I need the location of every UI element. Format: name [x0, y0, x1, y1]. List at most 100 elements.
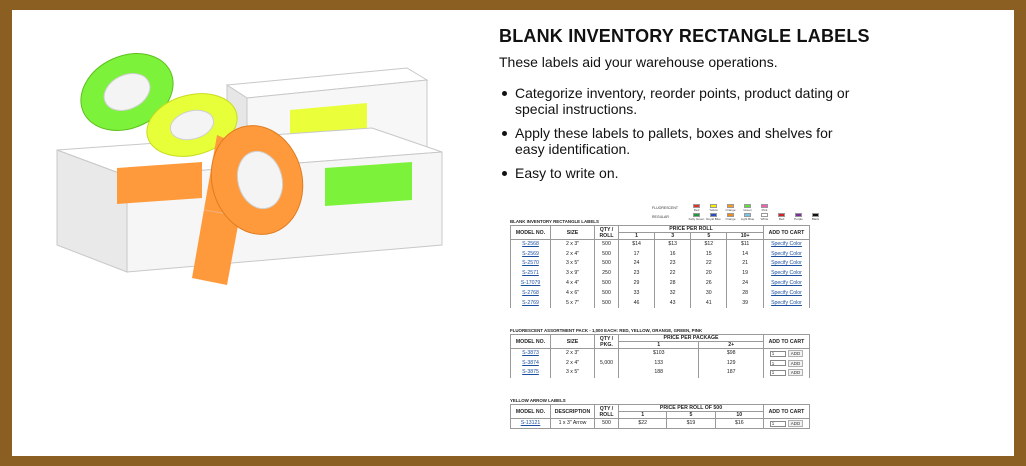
quantity-input[interactable] — [769, 420, 786, 427]
size-cell: 3 x 9" — [550, 268, 595, 279]
tier-header: 1 — [617, 232, 656, 240]
model-link[interactable]: S-3874 — [510, 358, 551, 369]
col-header-price: PRICE PER ROLL OF 500 — [618, 404, 764, 412]
qty-cell: 500 — [594, 298, 619, 309]
price-cell: 23 — [654, 259, 692, 269]
color-swatch-item: Black — [807, 213, 824, 221]
add-to-cart-group: ADD — [765, 350, 808, 358]
specify-color-link[interactable]: Specify Color — [763, 298, 810, 309]
model-link[interactable]: S-2769 — [510, 298, 551, 309]
add-to-cart-group: ADD — [765, 369, 808, 377]
add-button[interactable]: ADD — [787, 359, 804, 367]
color-swatch — [727, 204, 734, 208]
price-cell: 17 — [617, 249, 656, 260]
tier-header: 10 — [714, 411, 765, 419]
page-title: BLANK INVENTORY RECTANGLE LABELS — [499, 26, 870, 46]
qty-cell: 500 — [594, 418, 619, 429]
price-cell: 30 — [690, 288, 728, 299]
price-cell: 39 — [726, 298, 764, 309]
quantity-input[interactable] — [769, 369, 786, 376]
size-cell: 3 x 5" — [550, 259, 595, 269]
model-link[interactable]: S-2569 — [510, 249, 551, 260]
price-cell: $98 — [698, 348, 764, 359]
lead-text: These labels aid your warehouse operatio… — [499, 54, 778, 70]
col-header-desc: DESCRIPTION — [550, 404, 595, 419]
color-swatch-item: Kelly Green — [688, 213, 705, 221]
model-link[interactable]: S-13121 — [510, 418, 551, 429]
add-to-cart-cell: ADD — [763, 348, 810, 359]
color-swatch-item: Pink — [756, 204, 773, 212]
price-cell: 46 — [617, 298, 656, 309]
color-swatch-name: Red — [778, 217, 785, 221]
price-cell: 21 — [726, 259, 764, 269]
col-header-cart: ADD TO CART — [763, 404, 810, 419]
add-button[interactable]: ADD — [787, 350, 804, 358]
specify-color-link[interactable]: Specify Color — [763, 278, 810, 289]
price-cell: 23 — [617, 268, 656, 279]
color-swatch-item: Red — [773, 213, 790, 221]
qty-cell: 500 — [594, 288, 619, 299]
add-to-cart-group: ADD — [765, 420, 808, 427]
price-cell: $14 — [617, 239, 656, 250]
quantity-input[interactable] — [769, 360, 786, 367]
feature-item: Categorize inventory, reorder points, pr… — [499, 85, 859, 117]
col-header-price: PRICE PER ROLL — [618, 225, 764, 233]
price-cell: 24 — [617, 259, 656, 269]
quantity-input[interactable] — [769, 350, 786, 357]
size-cell: 2 x 3" — [550, 348, 595, 359]
color-swatch — [710, 213, 717, 217]
specify-color-link[interactable]: Specify Color — [763, 288, 810, 299]
model-link[interactable]: S-2568 — [510, 239, 551, 250]
color-swatch — [812, 213, 819, 217]
specify-color-link[interactable]: Specify Color — [763, 239, 810, 250]
size-cell: 4 x 6" — [550, 288, 595, 299]
feature-list: Categorize inventory, reorder points, pr… — [499, 85, 859, 189]
orange-label — [117, 162, 202, 204]
qty-cell: 500 — [594, 239, 619, 250]
tier-header: 2+ — [698, 341, 764, 349]
add-button[interactable]: ADD — [787, 369, 804, 377]
price-cell: $19 — [666, 418, 716, 429]
specify-color-link[interactable]: Specify Color — [763, 249, 810, 260]
price-cell: 129 — [698, 358, 764, 369]
model-link[interactable]: S-3875 — [510, 368, 551, 378]
model-link[interactable]: S-2570 — [510, 259, 551, 269]
color-key-label: FLUORESCENT — [652, 206, 679, 210]
model-link[interactable]: S-3873 — [510, 348, 551, 359]
color-swatch — [761, 204, 768, 208]
price-cell: 188 — [617, 368, 700, 378]
model-link[interactable]: S-2571 — [510, 268, 551, 279]
color-swatch — [761, 213, 768, 217]
color-swatch-item: Royal Blue — [705, 213, 722, 221]
add-button[interactable]: ADD — [787, 420, 804, 427]
model-link[interactable]: S-17079 — [510, 278, 551, 289]
color-swatch-name: Black — [811, 217, 820, 221]
color-swatch — [710, 204, 717, 208]
price-cell: 32 — [654, 288, 692, 299]
specify-color-link[interactable]: Specify Color — [763, 259, 810, 269]
col-header-size: SIZE — [550, 225, 595, 240]
color-swatch-name: Pink — [761, 208, 768, 212]
specify-color-link[interactable]: Specify Color — [763, 268, 810, 279]
price-cell: 187 — [698, 368, 764, 378]
col-header-model: MODEL NO. — [510, 334, 551, 349]
green-label — [325, 162, 412, 206]
color-swatch-item: Red — [688, 204, 705, 212]
col-header-qty: QTY / ROLL — [594, 404, 619, 419]
color-swatch — [693, 213, 700, 217]
price-table-rectangle-labels: MODEL NO. SIZE QTY / ROLL PRICE PER ROLL… — [510, 225, 810, 309]
col-header-price: PRICE PER PACKAGE — [618, 334, 764, 342]
color-swatch-name: Purple — [794, 217, 803, 221]
table-title: YELLOW ARROW LABELS — [510, 398, 566, 403]
price-cell: $11 — [726, 239, 764, 250]
qty-cell: 500 — [594, 278, 619, 289]
col-header-model: MODEL NO. — [510, 404, 551, 419]
model-link[interactable]: S-2768 — [510, 288, 551, 299]
